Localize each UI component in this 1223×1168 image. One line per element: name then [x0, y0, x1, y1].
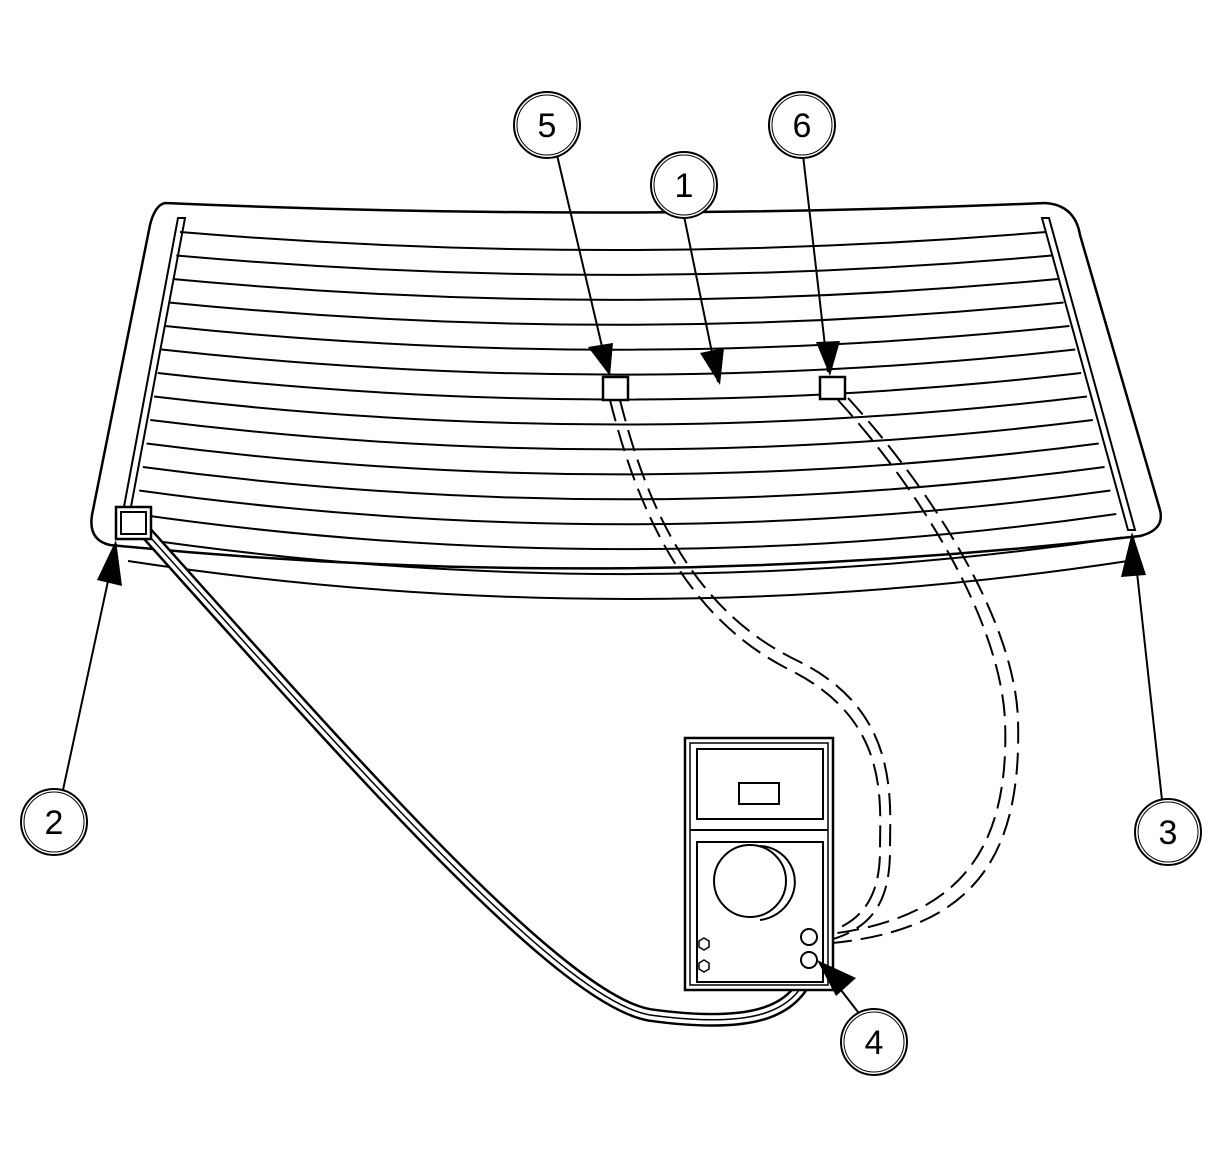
test-lead-solid	[136, 523, 819, 1027]
leader-2	[62, 540, 122, 791]
callout-label: 4	[865, 1024, 884, 1062]
grid-line	[153, 395, 1088, 426]
callout-4: 4	[840, 1008, 908, 1076]
leader-5	[556, 154, 613, 376]
digital-multimeter	[683, 736, 835, 992]
callout-circle-inner	[843, 1011, 905, 1073]
callout-1: 1	[650, 151, 718, 219]
callout-5: 5	[513, 91, 581, 159]
grid-line	[146, 442, 1099, 476]
callout-circle	[840, 1008, 908, 1076]
leader-3	[1121, 532, 1163, 801]
callout-label: 1	[675, 167, 694, 205]
grid-line	[161, 348, 1076, 376]
grid-line	[135, 513, 1117, 551]
callout-label: 6	[793, 107, 812, 145]
callout-circle-inner	[653, 154, 715, 216]
callout-circle	[20, 788, 88, 856]
leader-6	[802, 154, 840, 376]
grid-line	[139, 489, 1111, 526]
grid-line	[168, 301, 1064, 326]
callout-circle-inner	[516, 94, 578, 156]
grid-line	[131, 536, 1123, 576]
callout-circle	[768, 91, 836, 159]
test-lead-dashed-6	[821, 397, 1020, 945]
test-lead-dashed-5	[609, 399, 892, 944]
grid-line	[179, 231, 1047, 251]
callout-3: 3	[1134, 798, 1202, 866]
left-terminal-probe	[114, 505, 153, 541]
right-bus-bar	[1040, 217, 1137, 531]
callout-circle-inner	[23, 791, 85, 853]
grid-line	[176, 254, 1052, 276]
grid-line	[142, 466, 1105, 501]
callout-circle	[513, 91, 581, 159]
callout-circle	[1134, 798, 1202, 866]
callout-2: 2	[20, 788, 88, 856]
callout-circle-inner	[1137, 801, 1199, 863]
grid-line	[127, 560, 1129, 600]
callout-group: 1 2 3 4 5 6	[20, 91, 1202, 1076]
callout-circle	[650, 151, 718, 219]
callout-label: 3	[1159, 814, 1178, 852]
grid-probe-6	[818, 375, 847, 401]
callout-label: 5	[538, 107, 557, 145]
grid-line	[165, 325, 1070, 351]
grid-line	[172, 278, 1058, 301]
leader-1	[683, 215, 724, 385]
callout-6: 6	[768, 91, 836, 159]
defogger-grid-lines	[127, 231, 1129, 600]
grid-probe-5	[601, 375, 630, 402]
leader-4	[817, 960, 859, 1013]
callout-label: 2	[45, 804, 64, 842]
grid-line	[150, 419, 1093, 451]
callout-circle-inner	[771, 94, 833, 156]
